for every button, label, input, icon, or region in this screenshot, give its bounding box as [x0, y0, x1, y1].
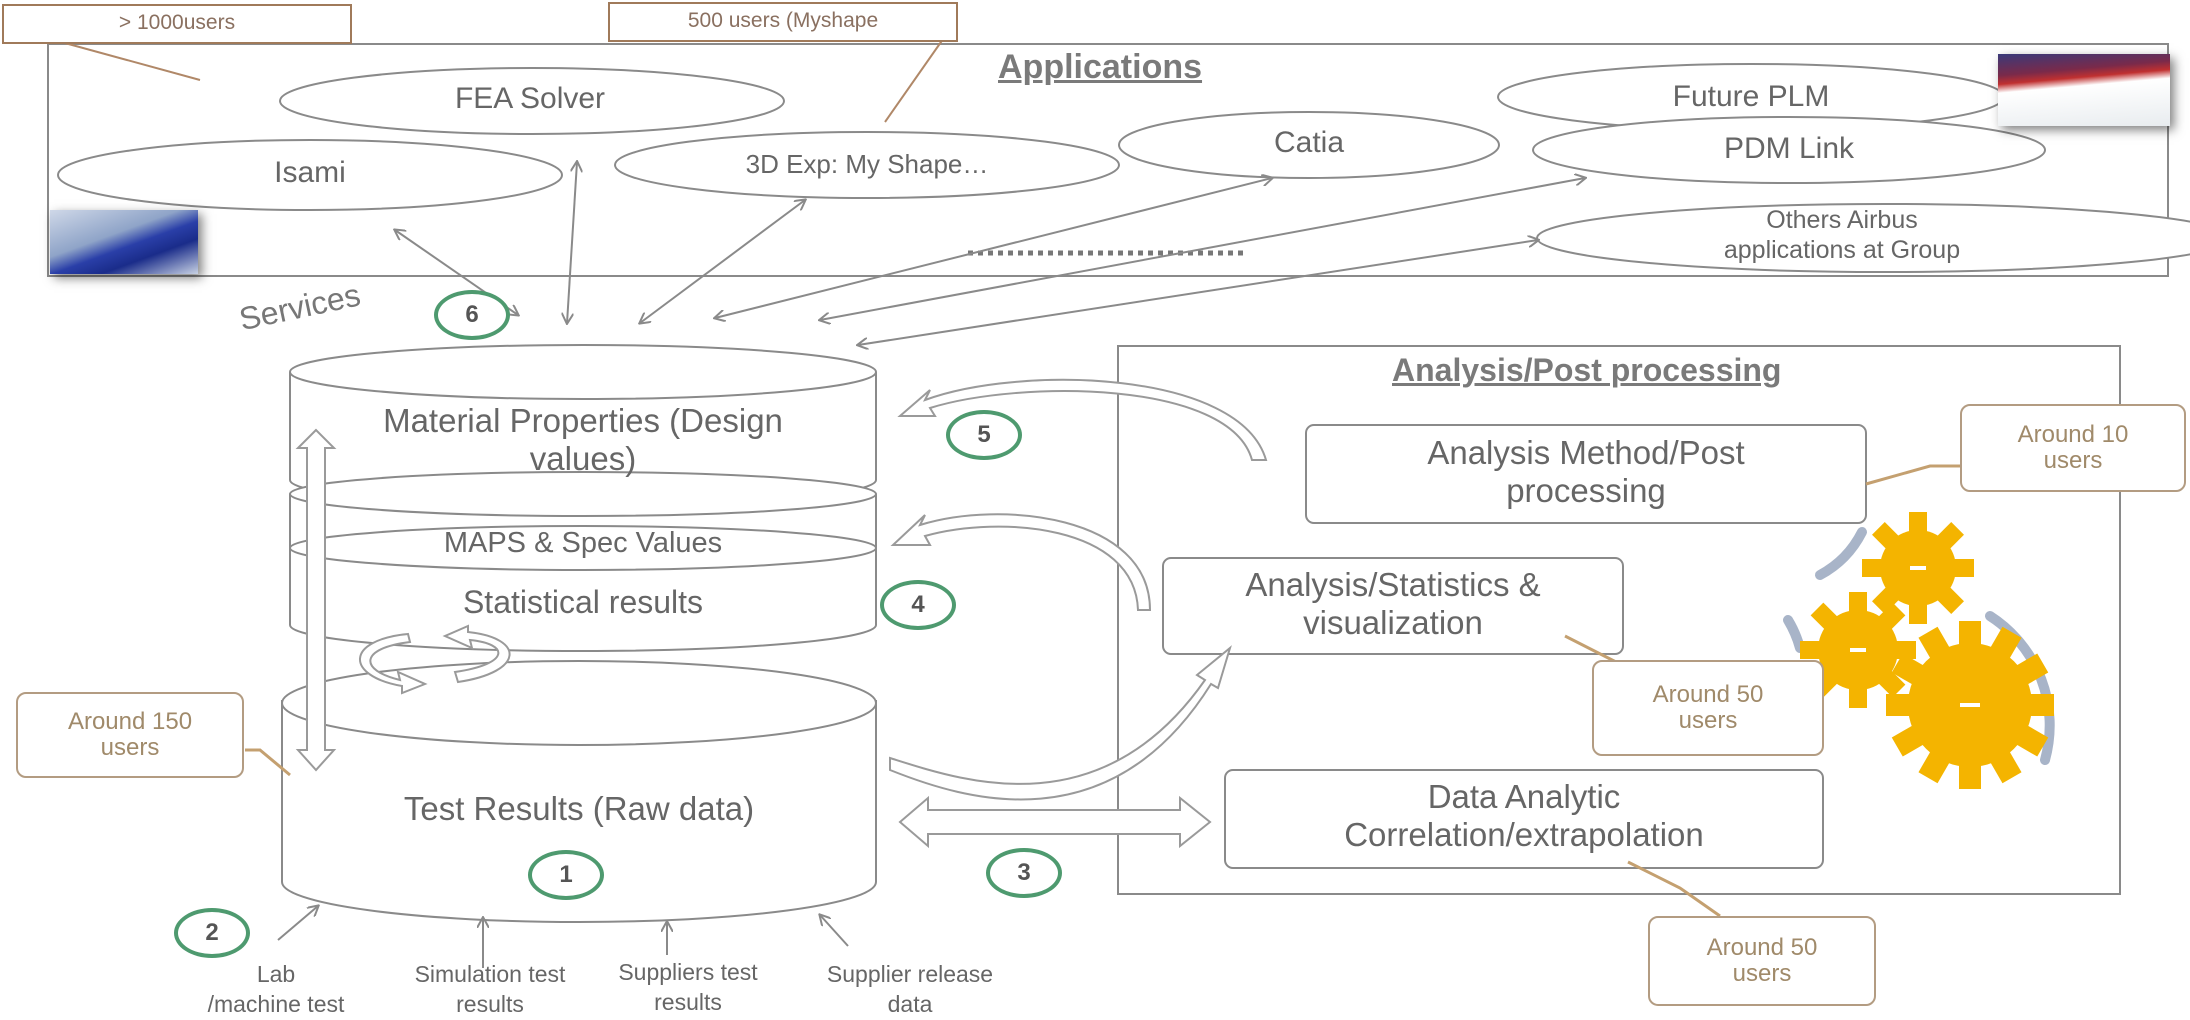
analysis-stats-label-line2: visualization	[1303, 604, 1483, 641]
callout-around-50b-line1: Around 50	[1706, 933, 1818, 961]
callout-around-150-users: Around 150 users	[16, 692, 244, 778]
callout-1000-users: > 1000users	[2, 4, 352, 44]
material-properties-label-line2: values)	[529, 440, 637, 477]
leader-150	[245, 748, 291, 777]
catia-label: Catia	[1273, 126, 1345, 159]
curved-arrow-results-stats	[889, 645, 1232, 801]
others-label-line1: Others Airbus	[1766, 206, 1918, 234]
arrow-release	[820, 915, 849, 947]
step-4-badge: 4	[880, 580, 956, 630]
source-lab: Lab /machine test	[176, 960, 376, 1020]
fea-solver-label: FEA Solver	[454, 82, 606, 115]
callout-around-150-line1: Around 150	[67, 707, 193, 735]
source-release: Supplier release data	[810, 960, 1010, 1020]
callout-around-10-line2: users	[2043, 447, 2103, 474]
applications-title: Applications	[998, 48, 1203, 86]
step-2-badge: 2	[174, 908, 250, 958]
callout-around-50a-line2: users	[1678, 707, 1738, 734]
source-lab-line1: Lab	[256, 961, 296, 987]
analysis-stats-label-line1: Analysis/Statistics &	[1245, 566, 1541, 603]
arrow-catia	[715, 178, 1272, 318]
callout-around-10-users: Around 10 users	[1960, 404, 2186, 492]
callout-around-50a-line1: Around 50	[1652, 680, 1764, 708]
data-analytic-label-line1: Data Analytic	[1427, 778, 1621, 815]
source-suppliers: Suppliers test results	[600, 958, 776, 1018]
callout-around-50-users-data: Around 50 users	[1648, 916, 1876, 1006]
arrow-pdm	[820, 178, 1585, 320]
data-analytic-label-line2: Correlation/extrapolation	[1344, 816, 1704, 853]
source-lab-line2: /machine test	[207, 990, 345, 1017]
gear-left	[1800, 592, 1916, 708]
pdm-ellipse	[1532, 116, 2046, 184]
material-properties-label-line1: Material Properties (Design	[383, 402, 783, 439]
isami-thumbnail	[50, 210, 198, 274]
source-release-line1: Supplier release	[826, 961, 994, 987]
callout-500-users: 500 users (Myshape	[608, 2, 958, 42]
gear-large	[1886, 621, 2054, 789]
curved-arrow-5	[897, 378, 1268, 461]
source-suppliers-line2: results	[654, 988, 722, 1015]
analysis-method-label-line1: Analysis Method/Post	[1427, 434, 1745, 471]
refresh-arrow-right	[442, 624, 511, 684]
test-results-cylinder	[281, 700, 877, 923]
double-arrow-3	[898, 795, 1212, 849]
source-sim-line1: Simulation test	[414, 961, 566, 987]
analysis-title: Analysis/Post processing	[1392, 352, 1782, 388]
analysis-method-label-line2: processing	[1506, 472, 1666, 509]
leader-50b	[1627, 860, 1721, 918]
gear-top	[1862, 512, 1974, 624]
method-box	[1305, 424, 1867, 524]
callout-around-50b-line2: users	[1732, 960, 1792, 987]
callout-around-10-line1: Around 10	[2017, 420, 2129, 448]
leader-10	[1865, 464, 1960, 486]
arrow-others	[858, 240, 1538, 345]
vertical-double-arrow	[295, 428, 337, 772]
data-analytic-box	[1224, 769, 1824, 869]
callout-around-50-users-stats: Around 50 users	[1592, 660, 1824, 756]
source-sim-line2: results	[456, 990, 524, 1017]
test-results-label: Test Results (Raw data)	[403, 790, 755, 827]
statistical-results-label: Statistical results	[462, 584, 704, 620]
source-simulation: Simulation test results	[390, 960, 590, 1020]
stats-box	[1162, 557, 1624, 655]
others-label-line2: applications at Group	[1723, 236, 1961, 264]
analysis-frame	[1117, 345, 2121, 895]
callout-around-150-line2: users	[100, 734, 160, 761]
arrow-fea	[567, 162, 577, 323]
myshape-label: 3D Exp: My Shape…	[745, 149, 989, 179]
future-plm-label: Future PLM	[1672, 80, 1830, 113]
arrow-lab	[277, 906, 318, 941]
maps-spec-label: MAPS & Spec Values	[443, 527, 723, 559]
pdm-link-label: PDM Link	[1723, 132, 1855, 165]
step-1-badge: 1	[528, 850, 604, 900]
step-5-badge: 5	[946, 410, 1022, 460]
curved-arrow-4	[890, 513, 1152, 611]
refresh-arrow-left	[359, 632, 428, 695]
isami-label: Isami	[274, 156, 346, 189]
fea-ellipse	[279, 67, 785, 135]
arrow-myshape	[640, 200, 805, 323]
step-3-badge: 3	[986, 848, 1062, 898]
source-release-line2: data	[887, 990, 933, 1017]
gears-illustration	[1783, 512, 2055, 789]
future-plm-thumbnail	[1998, 54, 2170, 126]
source-suppliers-line1: Suppliers test	[618, 959, 758, 985]
step-6-badge: 6	[434, 290, 510, 340]
